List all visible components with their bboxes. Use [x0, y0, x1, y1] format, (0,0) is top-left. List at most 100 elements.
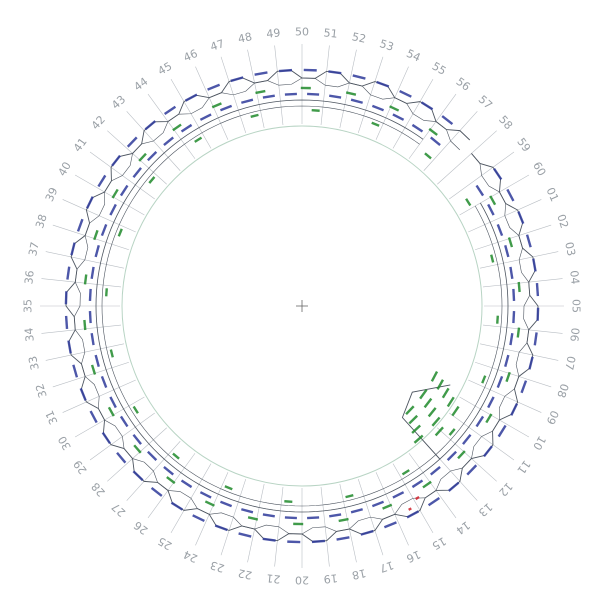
- equipment-tag: [512, 311, 516, 324]
- equipment-tag: [510, 403, 519, 416]
- equipment-tag: [336, 536, 350, 541]
- radial-label: 25: [156, 534, 175, 552]
- equipment-tag: [428, 127, 438, 136]
- equipment-tag: [536, 307, 540, 321]
- equipment-tag: [405, 405, 415, 415]
- radial-label: 16: [404, 548, 422, 566]
- radial-label: 51: [323, 26, 338, 40]
- equipment-tag: [399, 89, 412, 98]
- crosshair-icon: [296, 300, 308, 312]
- equipment-tag: [132, 434, 142, 445]
- equipment-tag: [262, 94, 275, 99]
- radial-label: 52: [351, 30, 367, 46]
- radial-label: 07: [562, 355, 578, 371]
- radial-label: 48: [237, 30, 253, 46]
- radial-grid-line: [339, 49, 357, 129]
- inner-ring: [121, 125, 483, 487]
- equipment-tag: [238, 532, 252, 538]
- equipment-tag: [111, 188, 119, 199]
- equipment-tag: [329, 513, 342, 518]
- equipment-tag: [413, 434, 424, 444]
- radial-grid-line: [474, 361, 552, 388]
- equipment-tag: [163, 466, 174, 476]
- radial-grid-line: [375, 472, 409, 546]
- equipment-tag: [475, 415, 485, 428]
- equipment-tag: [465, 198, 472, 207]
- equipment-tag: [126, 136, 138, 148]
- equipment-tag: [132, 470, 144, 482]
- equipment-tag: [278, 68, 293, 73]
- equipment-tag: [382, 503, 393, 510]
- equipment-tag: [504, 354, 510, 367]
- equipment-tag: [76, 218, 84, 232]
- equipment-tag: [352, 74, 366, 80]
- equipment-tag: [180, 123, 193, 133]
- radial-grid-line: [52, 224, 130, 251]
- equipment-tag: [431, 416, 441, 427]
- equipment-tag: [146, 150, 158, 162]
- equipment-tag: [415, 495, 420, 501]
- radial-grid-line: [459, 396, 530, 438]
- equipment-tag: [94, 354, 100, 367]
- equipment-tag: [345, 494, 354, 499]
- equipment-tag: [172, 452, 180, 460]
- equipment-tag: [224, 485, 233, 491]
- equipment-tag: [532, 258, 537, 272]
- equipment-tag: [475, 184, 485, 197]
- equipment-tag: [408, 507, 412, 511]
- equipment-tag: [144, 120, 157, 131]
- equipment-tag: [487, 396, 495, 409]
- equipment-tag: [496, 375, 504, 389]
- equipment-tag: [462, 434, 472, 445]
- radial-label: 49: [266, 26, 281, 40]
- radial-grid-line: [408, 453, 457, 519]
- equipment-tag: [111, 154, 121, 167]
- radial-label: 23: [209, 558, 226, 575]
- radial-label: 55: [430, 60, 449, 78]
- equipment-tag: [430, 466, 441, 476]
- radial-label: 10: [530, 434, 548, 453]
- radial-grid-line: [41, 324, 122, 334]
- outer-wall-outline: [65, 69, 539, 543]
- equipment-tag: [307, 516, 320, 520]
- equipment-tag: [406, 510, 420, 519]
- equipment-tag: [72, 364, 79, 378]
- equipment-tag: [241, 98, 254, 104]
- equipment-tag: [389, 105, 400, 112]
- equipment-tag: [247, 516, 259, 521]
- inner-wall-inner-edge: [101, 105, 503, 507]
- equipment-tag: [423, 397, 433, 409]
- equipment-tag: [505, 371, 511, 383]
- radial-label: 34: [22, 327, 36, 342]
- equipment-tag: [420, 101, 434, 111]
- radial-grid-line: [147, 93, 196, 159]
- equipment-tag: [66, 266, 71, 280]
- equipment-tag: [441, 115, 454, 125]
- equipment-tag: [512, 288, 516, 301]
- equipment-tag: [107, 406, 115, 417]
- equipment-tag: [109, 349, 114, 358]
- radial-label: 39: [43, 186, 61, 204]
- equipment-tag: [85, 196, 94, 209]
- equipment-tag: [284, 500, 293, 503]
- radial-label: 53: [378, 37, 395, 54]
- radial-label: 60: [530, 160, 548, 179]
- equipment-tag: [97, 174, 107, 188]
- equipment-tag: [148, 176, 156, 184]
- radial-label: 21: [266, 571, 281, 585]
- equipment-tag: [199, 491, 212, 499]
- equipment-tag: [411, 424, 422, 434]
- equipment-tag: [109, 203, 117, 216]
- equipment-tag: [360, 529, 374, 536]
- radial-label: 02: [554, 213, 571, 230]
- equipment-tag: [517, 211, 525, 225]
- radial-label: 30: [56, 434, 74, 453]
- equipment-tag: [520, 380, 528, 394]
- radial-grid-line: [107, 130, 167, 185]
- equipment-tag: [446, 396, 455, 408]
- radial-label: 01: [544, 186, 562, 204]
- equipment-tag: [448, 428, 456, 436]
- equipment-tag: [146, 450, 158, 462]
- equipment-tag: [194, 136, 203, 143]
- equipment-tag: [284, 92, 297, 96]
